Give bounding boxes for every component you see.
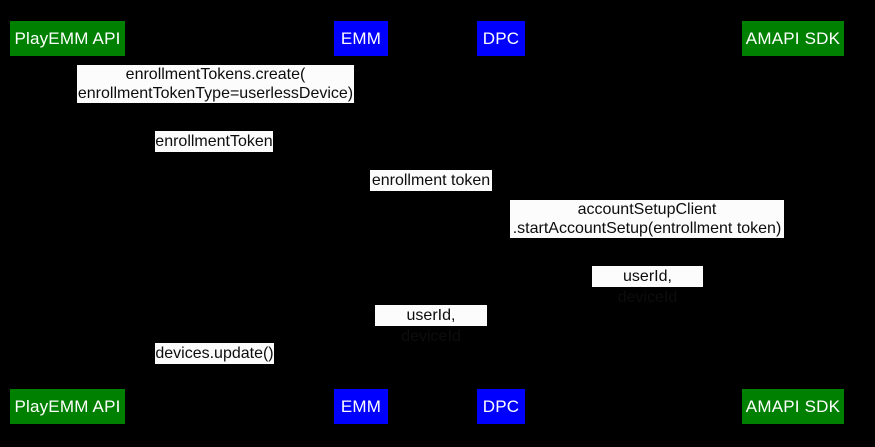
- actor-box-emm-bottom: EMM: [334, 389, 388, 424]
- lifeline-emm: [361, 56, 362, 389]
- lifeline-playemm-api: [67, 56, 68, 389]
- lifeline-amapi-sdk: [793, 56, 794, 389]
- message-label-enrollment-tokens-create: enrollmentTokens.create( enrollmentToken…: [77, 65, 354, 103]
- actor-box-emm-top: EMM: [334, 21, 388, 56]
- actor-box-dpc-top: DPC: [477, 21, 525, 56]
- lifeline-dpc: [501, 56, 502, 389]
- actor-box-dpc-bottom: DPC: [477, 389, 525, 424]
- message-label-start-account-setup: accountSetupClient .startAccountSetup(en…: [510, 200, 784, 238]
- actor-box-amapi-sdk-bottom: AMAPI SDK: [742, 389, 844, 424]
- message-label-userid-deviceid-to-emm: userId, deviceId: [375, 305, 487, 345]
- message-label-userid-deviceid-return: userId, deviceId: [592, 266, 703, 306]
- message-label-devices-update: devices.update(): [155, 343, 274, 364]
- actor-box-playemm-api-bottom: PlayEMM API: [10, 389, 125, 424]
- message-label-enrollment-token-return: enrollmentToken: [155, 131, 273, 152]
- actor-box-playemm-api-top: PlayEMM API: [10, 21, 125, 56]
- actor-box-amapi-sdk-top: AMAPI SDK: [742, 21, 844, 56]
- message-label-enrollment-token-to-dpc: enrollment token: [370, 170, 492, 191]
